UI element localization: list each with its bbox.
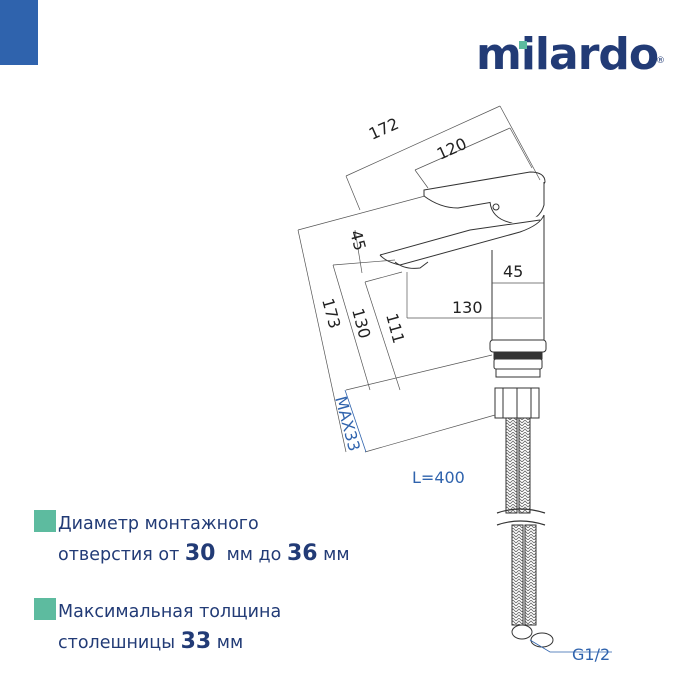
spec-thickness-value: 33 <box>180 629 212 654</box>
brand-name: milardo <box>476 29 659 80</box>
dim-111: 111 <box>382 311 408 345</box>
spec-min-value: 30 <box>184 541 216 566</box>
dim-173: 173 <box>318 296 344 330</box>
spec-line1: Диаметр монтажного <box>58 514 259 534</box>
spec-line1: Максимальная толщина <box>58 602 282 622</box>
brand-logo: milardo ® <box>476 29 665 80</box>
dim-172: 172 <box>366 114 402 144</box>
dim-130-reach: 130 <box>452 298 483 317</box>
corner-brand-block <box>0 0 38 65</box>
logo-accent-dot <box>519 41 527 49</box>
dim-thread: G1/2 <box>572 645 610 664</box>
spec-line2: отверстия от 30 мм до 36 мм <box>58 541 350 566</box>
dim-hose-length: L=400 <box>412 468 465 487</box>
dim-120: 120 <box>434 134 470 164</box>
bullet-square-icon <box>34 598 56 620</box>
dim-45-offset: 45 <box>346 228 370 253</box>
dim-45-body: 45 <box>503 262 523 281</box>
dim-max33: MAX33 <box>331 394 364 453</box>
spec-line2: столешницы 33 мм <box>58 629 244 654</box>
spec-mount-diameter: Диаметр монтажного отверстия от 30 мм до… <box>34 510 350 570</box>
registered-mark: ® <box>656 56 665 66</box>
spec-counter-thickness: Максимальная толщина столешницы 33 мм <box>34 598 281 658</box>
spec-max-value: 36 <box>286 541 318 566</box>
dim-130-height: 130 <box>348 306 374 340</box>
bullet-square-icon <box>34 510 56 532</box>
